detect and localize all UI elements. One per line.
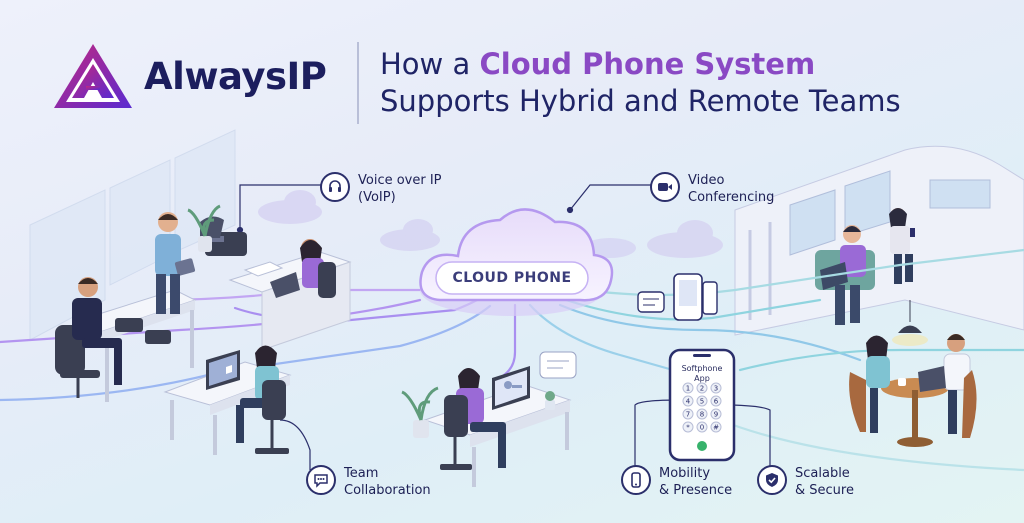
keypad-key: * — [686, 424, 690, 432]
title-prefix: How a — [380, 47, 480, 81]
keypad-key: 4 — [686, 398, 691, 406]
train-car — [734, 145, 1024, 336]
feature-voip-line2: (VoIP) — [358, 190, 396, 205]
title-highlight: Cloud Phone System — [479, 47, 816, 81]
keypad-key-bg — [710, 408, 722, 420]
keypad-key: 5 — [700, 398, 704, 406]
office-desk-left — [55, 277, 197, 402]
feature-team-line2: Collaboration — [344, 483, 431, 498]
office-desk-bottom — [163, 345, 292, 455]
keypad-key-bg — [682, 421, 694, 433]
feature-team-line1: Team — [344, 466, 379, 481]
shield-icon — [757, 465, 787, 495]
keypad-key-bg — [682, 382, 694, 394]
keypad-key-bg — [696, 382, 708, 394]
headset-icon — [320, 172, 350, 202]
standing-man — [155, 212, 196, 314]
feature-video-line1: Video — [688, 173, 725, 188]
cloud-phone-hub — [419, 208, 614, 316]
feature-mobility: Mobility & Presence — [621, 465, 732, 499]
softphone-title-line1: Softphone — [681, 364, 723, 373]
softphone-keypad: 1 2 3 4 5 6 7 8 9 * 0 # — [682, 382, 722, 433]
keypad-key: 9 — [714, 411, 718, 419]
keypad-key: 1 — [686, 385, 690, 393]
keypad-key-bg — [696, 408, 708, 420]
brand: AlwaysIP — [52, 42, 327, 110]
keypad-key-bg — [696, 421, 708, 433]
floating-devices — [637, 273, 718, 321]
softphone-title-line2: App — [694, 374, 710, 383]
triangle-logo-icon — [54, 44, 132, 108]
brand-name: AlwaysIP — [144, 54, 327, 98]
mobile-icon — [621, 465, 651, 495]
keypad-key: 0 — [700, 424, 704, 432]
bg-clouds — [258, 190, 723, 258]
label-connectors — [236, 184, 771, 475]
header-divider — [357, 42, 359, 124]
title-line-2: Supports Hybrid and Remote Teams — [380, 84, 901, 118]
plant-left — [187, 204, 221, 252]
page-title: How a Cloud Phone System Supports Hybrid… — [380, 46, 901, 120]
feature-video-line2: Conferencing — [688, 190, 775, 205]
keypad-key: 2 — [700, 385, 704, 393]
keypad-key: 3 — [714, 385, 718, 393]
keypad-key-bg — [682, 408, 694, 420]
keypad-key: 7 — [686, 411, 690, 419]
keypad-key-bg — [710, 421, 722, 433]
feature-secure-line1: Scalable — [795, 466, 850, 481]
keypad-key: 8 — [700, 411, 704, 419]
cloud-phone-label: CLOUD PHONE — [452, 270, 572, 286]
feature-voip: Voice over IP (VoIP) — [320, 172, 442, 206]
title-line-1: How a Cloud Phone System — [380, 46, 901, 83]
office-desk-center — [401, 351, 577, 487]
keypad-key-bg — [710, 382, 722, 394]
office-desk-top — [200, 216, 352, 351]
feature-secure: Scalable & Secure — [757, 465, 854, 499]
keypad-key-bg — [682, 395, 694, 407]
feature-secure-line2: & Secure — [795, 483, 854, 498]
feature-voip-line1: Voice over IP — [358, 173, 442, 188]
keypad-key: # — [713, 424, 719, 432]
video-camera-icon — [650, 172, 680, 202]
keypad-key-bg — [710, 395, 722, 407]
chat-icon — [306, 465, 336, 495]
cafe-scene — [849, 300, 977, 447]
softphone-device: 1 2 3 4 5 6 7 8 9 * 0 # — [668, 348, 736, 462]
softphone-title: Softphone App — [677, 364, 727, 384]
feature-mobility-line1: Mobility — [659, 466, 711, 481]
keypad-key: 6 — [714, 398, 719, 406]
feature-mobility-line2: & Presence — [659, 483, 733, 498]
keypad-key-bg — [696, 395, 708, 407]
